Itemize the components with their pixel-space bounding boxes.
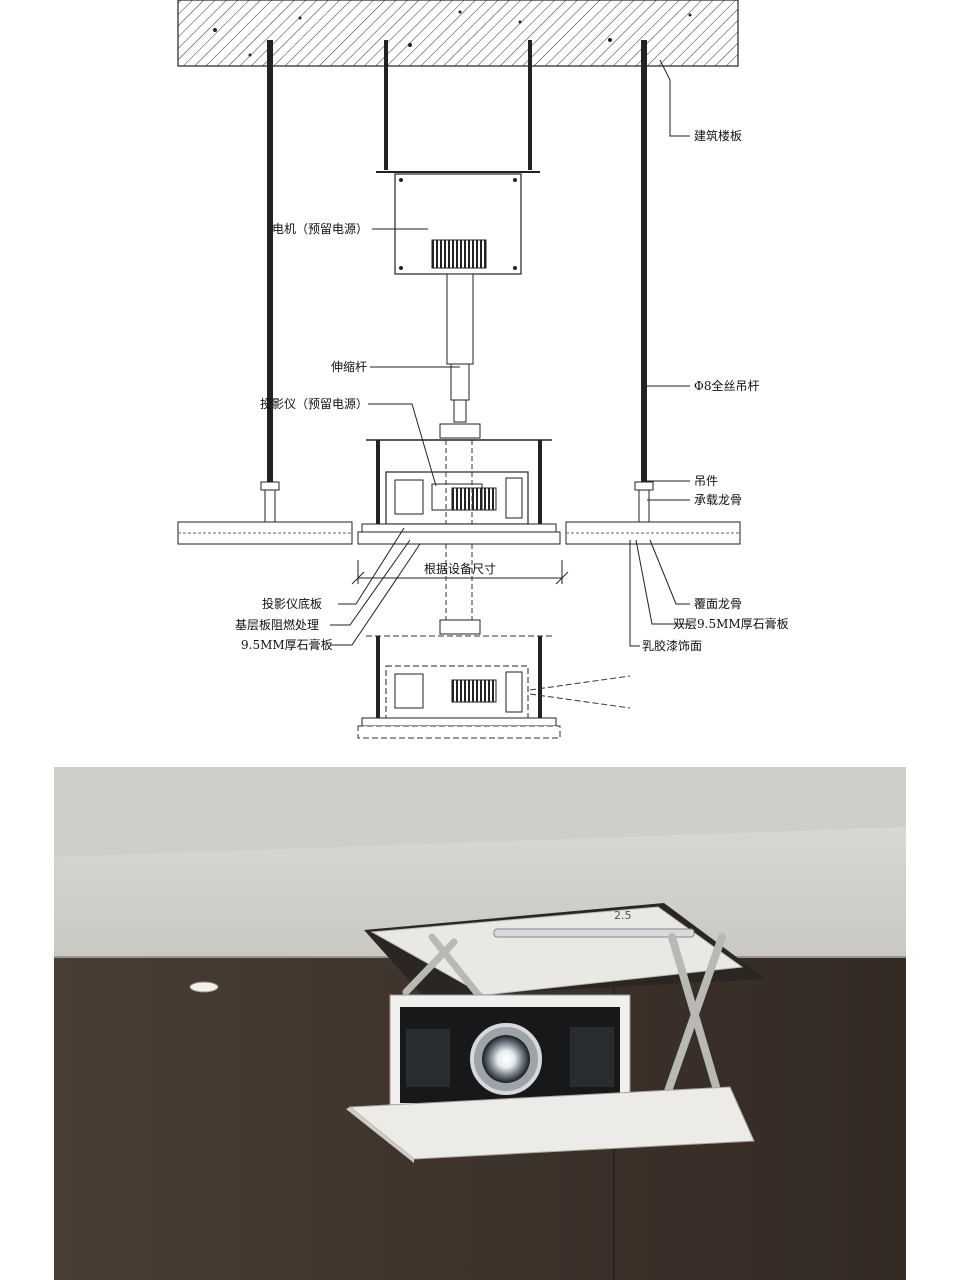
projector-lift-section-drawing: 建筑楼板 电机（预留电源） 伸缩杆 Φ8全丝吊杆 投影仪（预留电源） 吊件 承载… (177, 0, 789, 739)
projector-cage (361, 439, 557, 620)
label-building-slab: 建筑楼板 (694, 128, 742, 143)
guide-rail (493, 928, 695, 938)
projector-lens (470, 1023, 542, 1095)
motor-hanger-rods (384, 40, 532, 170)
hanger-rod-left (260, 40, 280, 523)
building-slab (177, 0, 739, 67)
scissor-lift-left (402, 933, 488, 1006)
scissor-lift-right (662, 933, 726, 1111)
motor-box (376, 171, 540, 275)
ceiling-boards (177, 521, 741, 545)
label-dimension: 根据设备尺寸 (424, 562, 496, 576)
ceiling-soffit (54, 827, 906, 957)
motor-vent (431, 239, 487, 269)
label-cover-keel: 覆面龙骨 (694, 597, 742, 611)
leader-lines (330, 59, 690, 647)
label-projector: 投影仪（预留电源） (260, 396, 368, 411)
projector-housing (389, 994, 631, 1106)
label-double-gypsum: 双层9.5MM厚石膏板 (673, 616, 789, 631)
installed-projector-lift-photo: 2.5 (54, 767, 906, 1280)
lower-plate (348, 1086, 755, 1160)
label-hanger: 吊件 (694, 474, 718, 488)
label-base-board-fireproof: 基层板阻燃处理 (235, 617, 319, 632)
lowered-projector (357, 619, 631, 739)
label-hanger-rod: Φ8全丝吊杆 (694, 378, 759, 393)
label-main-keel: 承载龙骨 (694, 493, 742, 507)
plate-mark: 2.5 (614, 909, 632, 922)
label-motor: 电机（预留电源） (272, 222, 368, 236)
telescopic-rod (439, 273, 481, 439)
hanger-rod-right (634, 40, 654, 523)
label-gypsum-board: 9.5MM厚石膏板 (241, 637, 333, 652)
ceiling-downlight (189, 981, 219, 993)
label-telescopic-rod: 伸缩杆 (331, 359, 367, 374)
label-base-plate: 投影仪底板 (262, 596, 322, 611)
dimension-line (351, 560, 569, 585)
label-latex-paint: 乳胶漆饰面 (642, 638, 702, 653)
